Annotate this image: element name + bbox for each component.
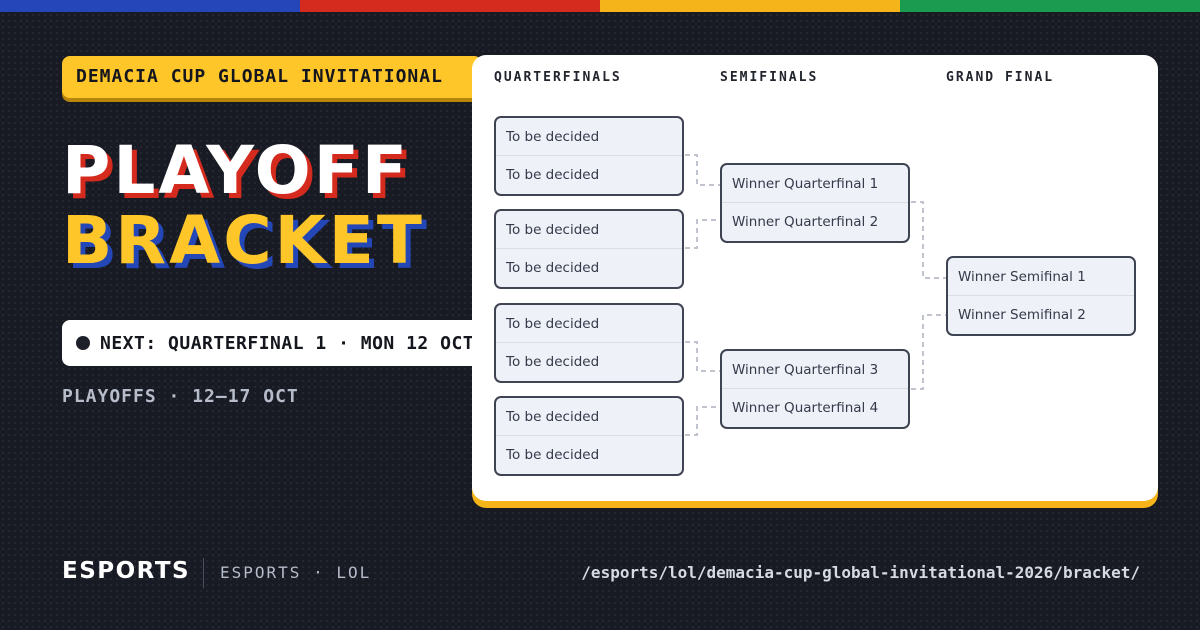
- match-slot-top: Winner Semifinal 1: [948, 258, 1134, 296]
- footer-brand: ESPORTS: [62, 558, 191, 584]
- headline-bracket: BRACKET: [62, 202, 425, 279]
- footer-url: /esports/lol/demacia-cup-global-invitati…: [581, 563, 1140, 582]
- match-semifinal-2[interactable]: Winner Quarterfinal 3 Winner Quarterfina…: [720, 349, 910, 429]
- match-slot-bottom: Winner Quarterfinal 4: [732, 400, 879, 416]
- round-title-quarterfinals: QUARTERFINALS: [494, 70, 622, 85]
- match-slot-top: To be decided: [496, 118, 682, 156]
- live-dot-icon: [76, 336, 90, 350]
- match-slot-top: To be decided: [496, 211, 682, 249]
- match-slot-top: Winner Quarterfinal 3: [722, 351, 908, 389]
- connector-qf1-sf1: [685, 154, 720, 186]
- match-slot-bottom: Winner Semifinal 2: [958, 307, 1086, 323]
- bracket-card: QUARTERFINALS SEMIFINALS GRAND FINAL To …: [472, 55, 1158, 501]
- footer-divider: [203, 558, 204, 588]
- match-quarterfinal-3[interactable]: To be decided To be decided: [494, 303, 684, 383]
- connector-qf4-sf2: [685, 406, 720, 436]
- match-quarterfinal-1[interactable]: To be decided To be decided: [494, 116, 684, 196]
- connector-sf1-final: [911, 201, 946, 279]
- match-slot-bottom: To be decided: [506, 260, 600, 276]
- round-title-grand-final: GRAND FINAL: [946, 70, 1055, 85]
- match-slot-bottom: Winner Quarterfinal 2: [732, 214, 879, 230]
- connector-qf2-sf1: [685, 219, 720, 249]
- headline-playoff: PLAYOFF: [62, 132, 410, 209]
- match-semifinal-1[interactable]: Winner Quarterfinal 1 Winner Quarterfina…: [720, 163, 910, 243]
- match-slot-bottom: To be decided: [506, 167, 600, 183]
- next-match-pill: NEXT: QUARTERFINAL 1 · MON 12 OCT: [62, 320, 482, 366]
- match-slot-bottom: To be decided: [506, 354, 600, 370]
- match-grand-final[interactable]: Winner Semifinal 1 Winner Semifinal 2: [946, 256, 1136, 336]
- stripe-red: [300, 0, 600, 12]
- playoff-dates: PLAYOFFS · 12–17 OCT: [62, 386, 299, 407]
- event-tag: DEMACIA CUP GLOBAL INVITATIONAL: [62, 56, 482, 98]
- stripe-yellow: [600, 0, 900, 12]
- color-stripe: [0, 0, 1200, 12]
- connector-qf3-sf2: [685, 341, 720, 372]
- match-quarterfinal-2[interactable]: To be decided To be decided: [494, 209, 684, 289]
- round-title-semifinals: SEMIFINALS: [720, 70, 819, 85]
- stripe-blue: [0, 0, 300, 12]
- next-match-text: NEXT: QUARTERFINAL 1 · MON 12 OCT: [100, 332, 475, 354]
- match-quarterfinal-4[interactable]: To be decided To be decided: [494, 396, 684, 476]
- match-slot-top: Winner Quarterfinal 1: [722, 165, 908, 203]
- match-slot-bottom: To be decided: [506, 447, 600, 463]
- stripe-green: [900, 0, 1200, 12]
- match-slot-top: To be decided: [496, 305, 682, 343]
- match-slot-top: To be decided: [496, 398, 682, 436]
- connector-sf2-final: [911, 314, 946, 390]
- footer-subtitle: ESPORTS · LOL: [220, 563, 372, 582]
